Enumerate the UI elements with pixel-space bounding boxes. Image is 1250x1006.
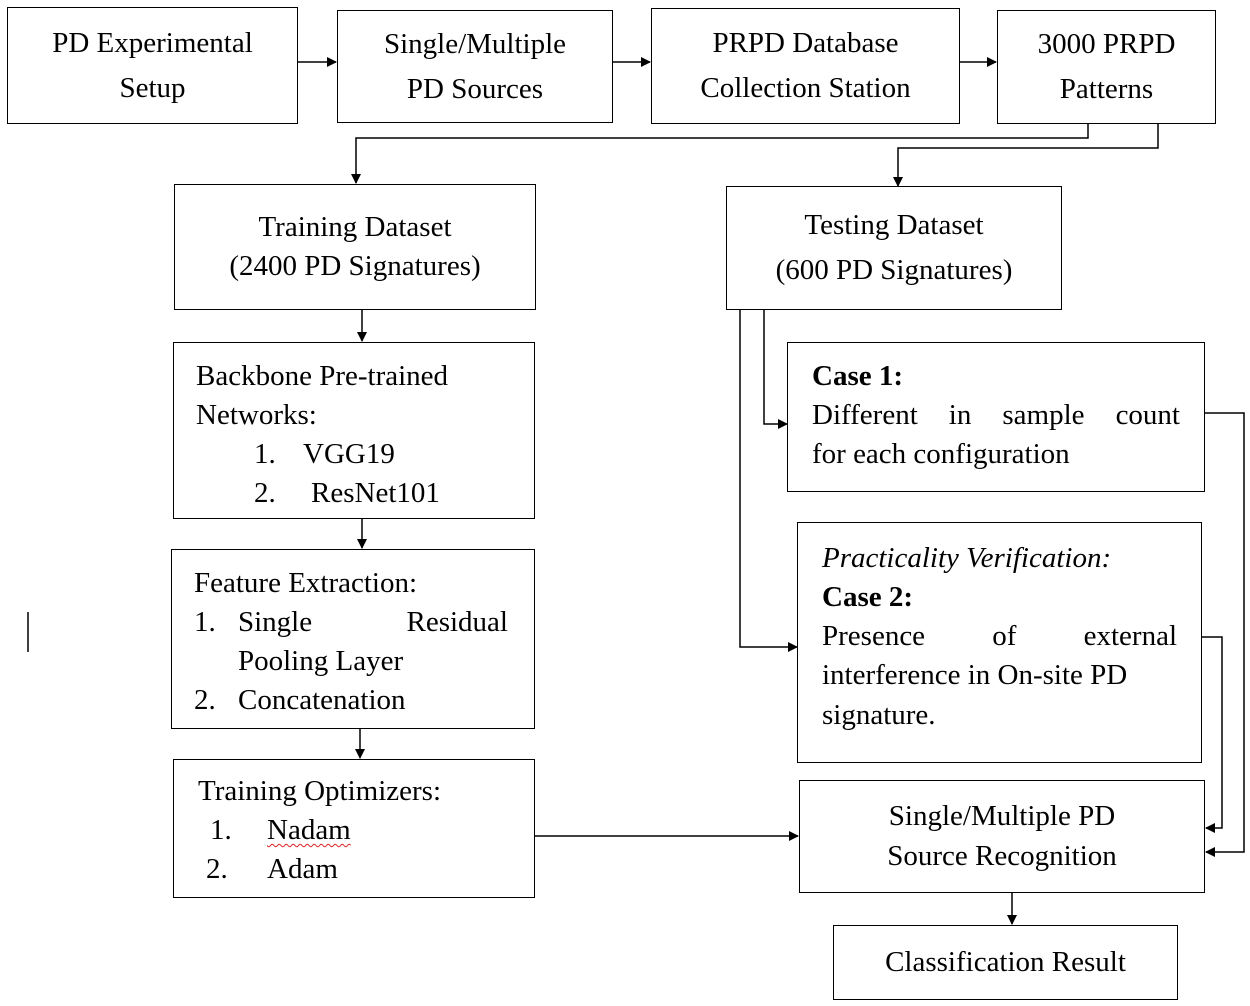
arrow-case2-to-recognition: [1202, 636, 1223, 833]
node-text: signature.: [822, 698, 936, 731]
list-number: 1.: [210, 814, 232, 847]
arrow-testing-to-case2: [739, 310, 798, 652]
list-item: 2. ResNet101: [196, 474, 534, 513]
node-text: Classification Result: [885, 945, 1126, 978]
list-text: Adam: [267, 853, 338, 886]
list-item: 1. Nadam: [198, 811, 534, 850]
list-item: 2. Adam: [198, 850, 534, 889]
list-number: 2.: [194, 684, 216, 717]
list-item: 1. VGG19: [196, 435, 534, 474]
word: Single: [238, 606, 313, 639]
node-text: Single/Multiple: [383, 27, 567, 60]
case-heading: Case 2:: [822, 581, 914, 614]
node-text: for each configuration: [812, 438, 1070, 471]
classification-result-box: Classification Result: [833, 925, 1178, 1000]
list-item: 1. Single Residual: [194, 603, 508, 642]
arrow-patterns-to-testing: [893, 124, 1159, 187]
word: external: [1083, 620, 1177, 653]
word: count: [1115, 399, 1180, 432]
list-text: VGG19: [303, 438, 395, 471]
source-recognition-box: Single/Multiple PD Source Recognition: [799, 780, 1205, 893]
node-text: Training Optimizers:: [198, 775, 442, 807]
list-item: 2. Concatenation: [194, 681, 508, 720]
node-text: Setup: [119, 71, 186, 104]
collection-station-box: PRPD Database Collection Station: [651, 8, 960, 124]
justified-line: Presence of external: [822, 617, 1177, 656]
node-text: Collection Station: [700, 72, 911, 104]
case-1-box: Case 1: Different in sample count for ea…: [787, 342, 1205, 492]
arrow-case1-to-recognition: [1205, 412, 1245, 857]
list-text: ResNet101: [311, 477, 440, 510]
list-number: 2.: [254, 477, 276, 510]
list-text: Concatenation: [238, 684, 406, 717]
word: of: [992, 620, 1017, 653]
node-text: interference in On-site PD: [822, 659, 1128, 692]
list-text-continued: Pooling Layer: [238, 645, 404, 678]
node-text: Backbone Pre-trained: [196, 360, 449, 392]
list-number: 2.: [206, 853, 228, 886]
node-text: Training Dataset: [258, 210, 452, 243]
case-heading: Case 1:: [812, 360, 904, 392]
node-text: Feature Extraction:: [194, 567, 418, 599]
list-number: 1.: [254, 438, 276, 471]
pd-experimental-setup-box: PD Experimental Setup: [7, 7, 298, 124]
word: sample: [1002, 399, 1085, 432]
prpd-patterns-box: 3000 PRPD Patterns: [997, 10, 1216, 124]
node-text: Patterns: [1059, 73, 1154, 105]
case-lead: Practicality Verification:: [822, 542, 1112, 574]
training-dataset-box: Training Dataset (2400 PD Signatures): [174, 184, 536, 310]
node-text: PD Experimental: [52, 26, 253, 59]
word: in: [948, 399, 972, 432]
feature-extraction-box: Feature Extraction: 1. Single Residual P…: [171, 549, 535, 729]
training-optimizers-box: Training Optimizers: 1. Nadam 2. Adam: [173, 759, 535, 898]
node-text: PD Sources: [406, 72, 544, 105]
node-text: Networks:: [196, 399, 317, 432]
node-text: 3000 PRPD: [1037, 28, 1176, 61]
list-text: Nadam: [267, 814, 351, 847]
node-text: Source Recognition: [887, 839, 1117, 872]
word: Residual: [406, 606, 509, 639]
list-text: Single Residual: [238, 603, 508, 642]
justified-line: Different in sample count: [812, 396, 1180, 435]
word: Different: [812, 399, 918, 432]
node-text: (600 PD Signatures): [775, 254, 1013, 286]
node-text: (2400 PD Signatures): [229, 250, 481, 282]
node-text: PRPD Database: [712, 27, 899, 60]
list-number: 1.: [194, 606, 216, 639]
pd-sources-box: Single/Multiple PD Sources: [337, 10, 613, 123]
backbone-networks-box: Backbone Pre-trained Networks: 1. VGG19 …: [173, 342, 535, 519]
word: Presence: [822, 620, 926, 653]
node-text: Testing Dataset: [804, 209, 984, 242]
case-2-box: Practicality Verification: Case 2: Prese…: [797, 522, 1202, 763]
node-text: Single/Multiple PD: [888, 800, 1116, 833]
testing-dataset-box: Testing Dataset (600 PD Signatures): [726, 186, 1062, 310]
arrow-testing-to-case1: [763, 310, 788, 429]
arrow-patterns-to-training: [351, 124, 1089, 184]
